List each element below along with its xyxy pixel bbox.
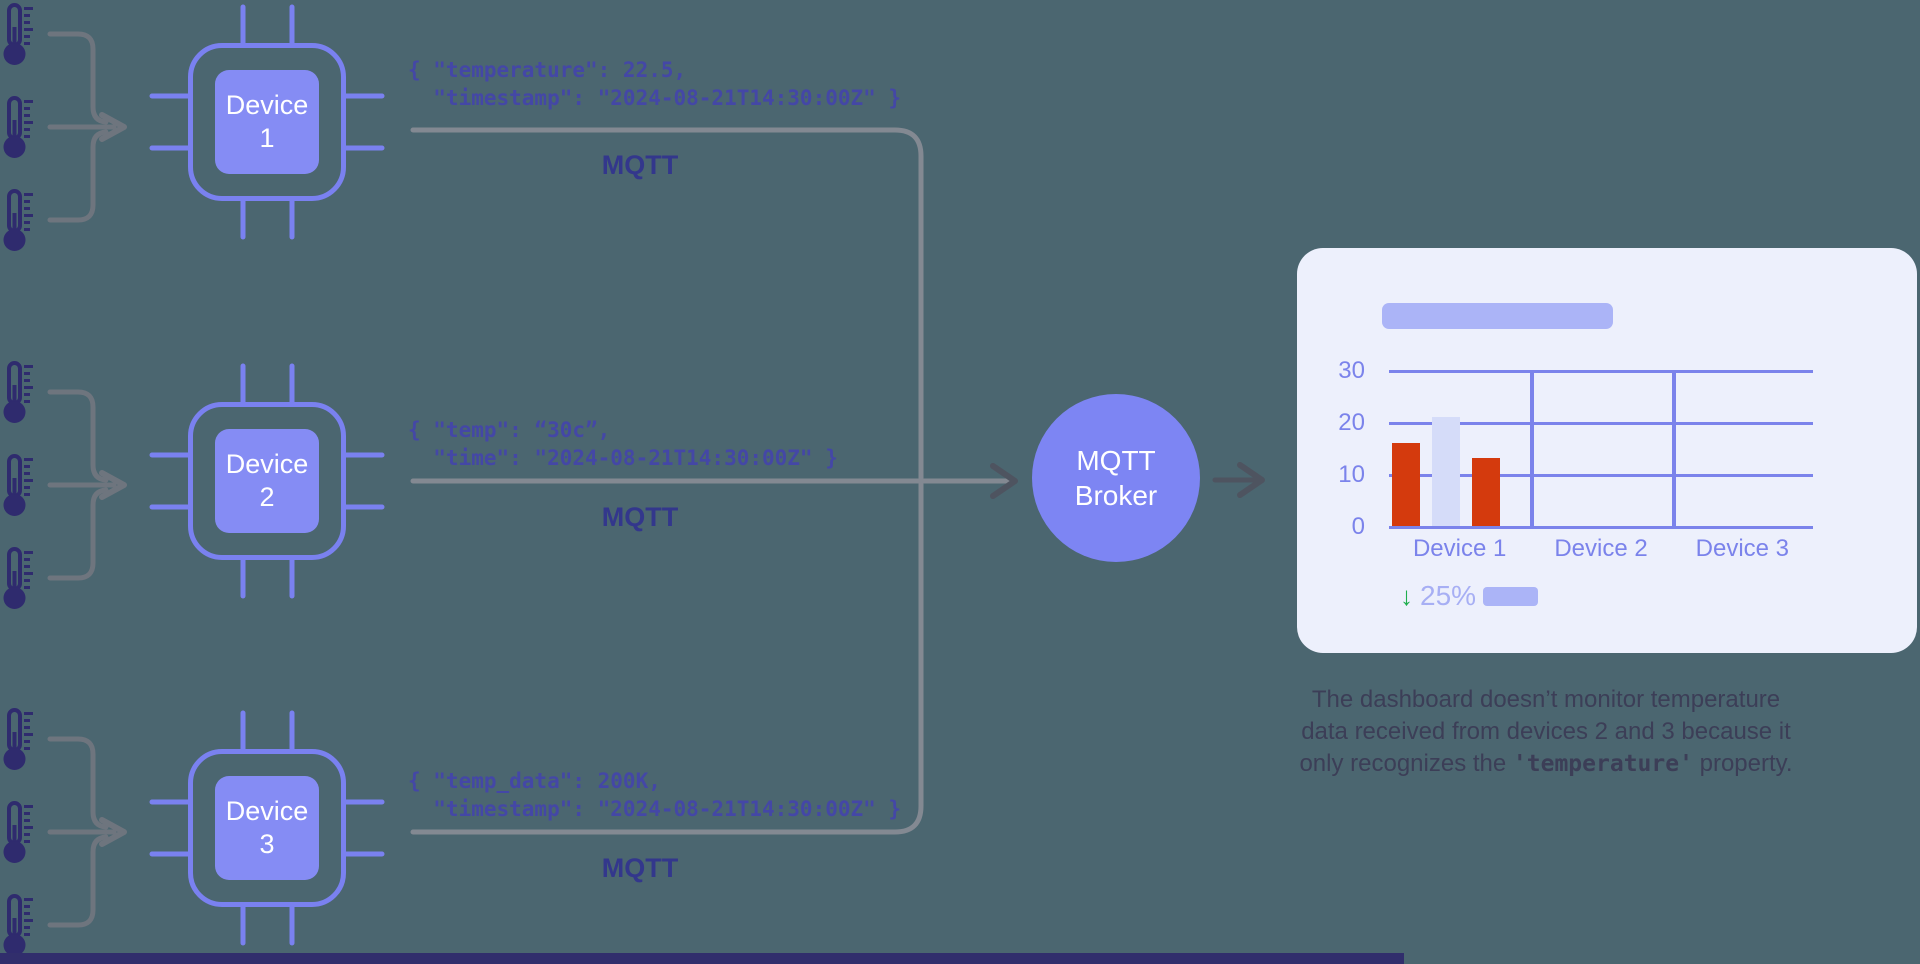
thermometer-icon <box>3 3 33 65</box>
thermometer-icon <box>3 361 33 423</box>
broker-out-arrowhead <box>1237 462 1265 498</box>
y-tick-label: 30 <box>1338 357 1365 384</box>
caption-line-1: The dashboard doesn’t monitor temperatur… <box>1311 686 1781 713</box>
thermometer-icon <box>3 454 33 516</box>
caption-text: The dashboard doesn’t monitor temperatur… <box>1270 684 1822 780</box>
broker-label-line2: Broker <box>1074 480 1158 511</box>
x-axis-line <box>1389 526 1813 529</box>
sensor-wire-bottom <box>47 129 109 223</box>
bar-device-1-reading-2 <box>1431 416 1460 526</box>
thermometer-icon <box>3 189 33 251</box>
caption-line-2: data received from devices 2 and 3 becau… <box>1301 718 1791 745</box>
json-payload-device-1: { "temperature": 22.5, "timestamp": "202… <box>408 58 902 110</box>
mqtt-broker-node: MQTT Broker <box>1032 394 1200 562</box>
gridline-y10 <box>1389 474 1813 477</box>
x-category-label: Device 1 <box>1412 535 1507 562</box>
device-chip-label: Device 1 <box>215 70 319 174</box>
sensor-wire-bottom <box>47 834 109 928</box>
x-category-label: Device 2 <box>1554 535 1648 562</box>
thermometer-icon <box>3 894 33 956</box>
mqtt-line-device3 <box>410 481 924 835</box>
y-tick-label: 0 <box>1351 513 1365 540</box>
device-chip-1: Device 1 <box>188 43 346 201</box>
change-percentage: 25% <box>1420 580 1477 611</box>
device-chip-2: Device 2 <box>188 402 346 560</box>
sensor-arrowhead <box>99 817 127 847</box>
json-payload-device-2: { "temp": “30c”, "time": "2024-08-21T14:… <box>408 418 838 470</box>
caption-line-3: only recognizes the 'temperature' proper… <box>1299 750 1793 777</box>
mqtt-protocol-label: MQTT <box>601 502 679 532</box>
sensor-arrowhead <box>99 112 127 142</box>
dashboard-title-placeholder <box>1382 303 1613 329</box>
sensor-wire-top <box>47 389 109 483</box>
sensor-arrowhead <box>99 470 127 500</box>
change-badge: ↓ 25% <box>1400 580 1539 611</box>
sensor-wire-top <box>47 736 109 830</box>
gridline-y30 <box>1389 370 1813 373</box>
mqtt-line-device1 <box>410 127 924 481</box>
gridline-vertical <box>1671 370 1676 529</box>
x-category-label: Device 3 <box>1695 535 1790 562</box>
gridline-vertical <box>1530 370 1535 529</box>
json-payload-device-3: { "temp_data": 200K, "timestamp": "2024-… <box>408 769 902 821</box>
broker-in-arrowhead <box>990 463 1018 499</box>
broker-label-line1: MQTT <box>1076 445 1156 476</box>
thermometer-icon <box>3 801 33 863</box>
thermometer-icon <box>3 708 33 770</box>
cropped-bottom-element <box>0 953 1404 964</box>
bar-device-1-reading-3 <box>1471 458 1500 526</box>
sensor-wire-bottom <box>47 487 109 581</box>
bar-device-1-reading-1 <box>1391 442 1420 526</box>
temperature-property-code: 'temperature' <box>1512 751 1693 777</box>
down-arrow-icon: ↓ <box>1400 581 1413 611</box>
mqtt-protocol-label: MQTT <box>601 853 679 883</box>
sensor-wire-top <box>47 31 109 125</box>
badge-text-placeholder <box>1483 586 1539 606</box>
thermometer-icon <box>3 96 33 158</box>
gridline-y20 <box>1389 422 1813 425</box>
y-tick-label: 10 <box>1338 461 1365 488</box>
mqtt-protocol-label: MQTT <box>601 150 679 180</box>
device-chip-label: Device 2 <box>215 429 319 533</box>
device-chip-label: Device 3 <box>215 776 319 880</box>
thermometer-icon <box>3 547 33 609</box>
device-chip-3: Device 3 <box>188 749 346 907</box>
y-tick-label: 20 <box>1338 409 1365 436</box>
